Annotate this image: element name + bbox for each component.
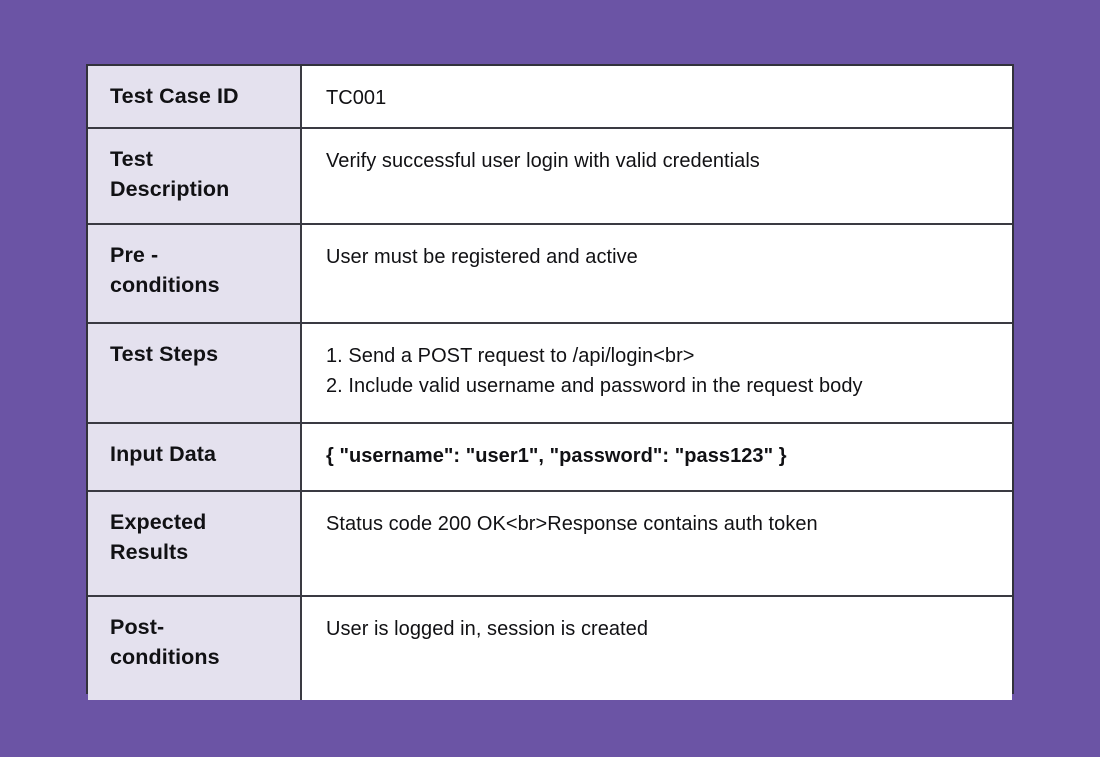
label-line: conditions (110, 644, 220, 669)
row-value-expected-results: Status code 200 OK<br>Response contains … (301, 491, 1012, 596)
value-line: Verify successful user login with valid … (326, 150, 760, 172)
table-row: Post- conditions User is logged in, sess… (88, 596, 1012, 700)
table-row: Test Description Verify successful user … (88, 128, 1012, 224)
row-label-post-conditions: Post- conditions (88, 596, 302, 700)
row-value-post-conditions: User is logged in, session is created (301, 596, 1012, 700)
label-line: Post- (110, 615, 165, 639)
table-row: Test Steps 1. Send a POST request to /ap… (88, 323, 1012, 423)
label-line: Results (110, 539, 189, 564)
test-case-table-container: Test Case ID TC001 Test Description Veri… (86, 64, 1014, 700)
row-label-test-steps: Test Steps (88, 323, 302, 423)
value-line: Status code 200 OK<br>Response contains … (326, 513, 818, 535)
row-value-pre-conditions: User must be registered and active (301, 224, 1012, 323)
label-line: Expected (110, 510, 207, 534)
row-label-expected-results: Expected Results (88, 491, 302, 596)
row-value-test-case-id: TC001 (301, 66, 1012, 128)
label-line: Input Data (110, 442, 217, 466)
test-case-table: Test Case ID TC001 Test Description Veri… (88, 66, 1012, 700)
value-line: { "username": "user1", "password": "pass… (326, 445, 787, 467)
row-label-pre-conditions: Pre - conditions (88, 224, 302, 323)
value-line: 1. Send a POST request to /api/login<br> (326, 345, 695, 367)
table-row: Input Data { "username": "user1", "passw… (88, 423, 1012, 491)
value-line: User must be registered and active (326, 246, 638, 268)
row-label-input-data: Input Data (88, 423, 302, 491)
label-line: Test Steps (110, 342, 219, 366)
table-body: Test Case ID TC001 Test Description Veri… (88, 66, 1012, 700)
value-line: 2. Include valid username and password i… (326, 375, 863, 397)
label-line: Test (110, 147, 154, 171)
value-line: TC001 (326, 87, 387, 109)
label-line: conditions (110, 272, 220, 297)
label-line: Description (110, 176, 230, 201)
row-label-test-description: Test Description (88, 128, 302, 224)
row-value-input-data: { "username": "user1", "password": "pass… (301, 423, 1012, 491)
value-line: User is logged in, session is created (326, 618, 649, 640)
row-label-test-case-id: Test Case ID (88, 66, 302, 128)
row-value-test-description: Verify successful user login with valid … (301, 128, 1012, 224)
table-row: Test Case ID TC001 (88, 66, 1012, 128)
table-row: Expected Results Status code 200 OK<br>R… (88, 491, 1012, 596)
row-value-test-steps: 1. Send a POST request to /api/login<br>… (301, 323, 1012, 423)
label-line: Pre - (110, 243, 159, 267)
table-row: Pre - conditions User must be registered… (88, 224, 1012, 323)
label-line: Test Case ID (110, 84, 239, 108)
